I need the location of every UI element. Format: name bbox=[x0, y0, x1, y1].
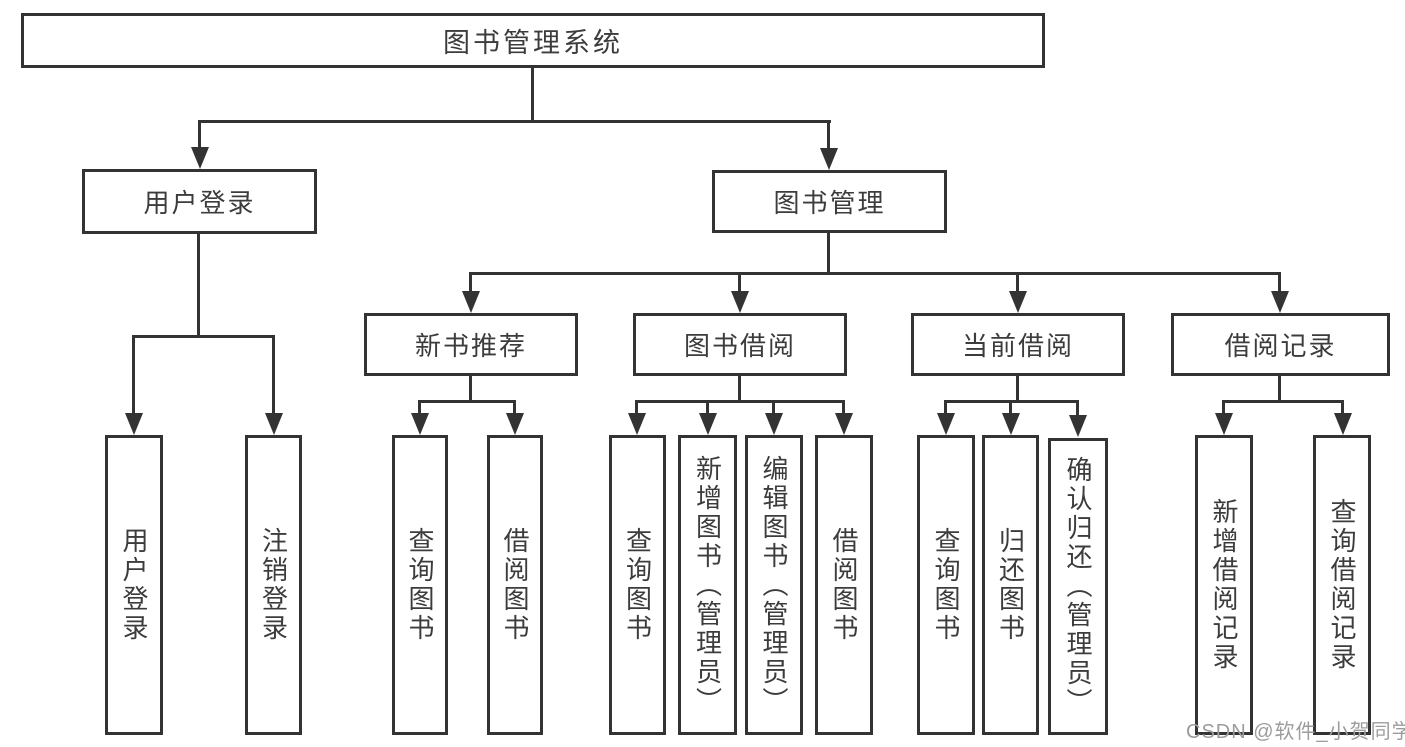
arrow-query-borrow-record-icon bbox=[1334, 413, 1352, 435]
connector-arrow-book-management-stem bbox=[827, 120, 830, 150]
connector-arrow-query1-stem bbox=[418, 400, 421, 416]
connector-book-borrowing-down-stem bbox=[738, 375, 741, 403]
connector-arrow-borrowing-records-stem bbox=[1278, 272, 1281, 294]
connector-root-stem bbox=[531, 68, 534, 120]
node-library-system-label: 图书管理系统 bbox=[443, 28, 623, 58]
arrow-return-books-icon bbox=[1002, 413, 1020, 435]
leaf-add-borrow-record-label: 新增借阅记录 bbox=[1209, 498, 1239, 672]
connector-new-book-bar bbox=[419, 400, 516, 403]
leaf-query-books-borrowing-label: 查询图书 bbox=[622, 527, 653, 643]
arrow-new-book-icon bbox=[462, 291, 480, 313]
leaf-logout-login: 注销登录 bbox=[245, 435, 302, 735]
leaf-confirm-return-admin: 确认归还（管理员） bbox=[1048, 438, 1108, 735]
leaf-query-books-current-label: 查询图书 bbox=[931, 527, 961, 643]
leaf-query-books-recommend: 查询图书 bbox=[392, 435, 448, 735]
connector-book-management-bar bbox=[470, 272, 1281, 275]
arrow-user-login-icon bbox=[191, 147, 209, 169]
connector-arrow-query3-stem bbox=[944, 400, 947, 416]
node-book-borrowing: 图书借阅 bbox=[633, 313, 847, 376]
connector-arrow-new-book-stem bbox=[469, 272, 472, 294]
leaf-borrow-books-recommend-label: 借阅图书 bbox=[500, 527, 530, 643]
connector-arrow-return-books-stem bbox=[1009, 400, 1012, 416]
arrow-query-books-current-icon bbox=[937, 413, 955, 435]
leaf-add-books-admin-label: 新增图书（管理员） bbox=[692, 454, 723, 716]
arrow-current-borrowing-icon bbox=[1009, 291, 1027, 313]
leaf-add-borrow-record: 新增借阅记录 bbox=[1195, 435, 1253, 735]
node-book-borrowing-label: 图书借阅 bbox=[683, 331, 796, 361]
node-user-login-label: 用户登录 bbox=[143, 188, 256, 218]
leaf-borrow-books-recommend: 借阅图书 bbox=[487, 435, 543, 735]
arrow-borrowing-records-icon bbox=[1271, 291, 1289, 313]
node-new-book-recommend: 新书推荐 bbox=[364, 313, 578, 376]
connector-arrow-confirm-return-stem bbox=[1076, 400, 1079, 416]
leaf-query-books-current: 查询图书 bbox=[917, 435, 975, 735]
arrow-add-borrow-record-icon bbox=[1215, 413, 1233, 435]
connector-arrow-add-books-stem bbox=[706, 400, 709, 416]
leaf-query-books-recommend-label: 查询图书 bbox=[405, 527, 435, 643]
connector-arrow-leaf-logout-stem bbox=[272, 335, 275, 415]
leaf-query-borrow-record-label: 查询借阅记录 bbox=[1327, 498, 1357, 672]
connector-arrow-current-borrowing-stem bbox=[1016, 272, 1019, 294]
connector-user-login-stem bbox=[197, 234, 200, 338]
connector-arrow-borrow2-stem bbox=[842, 400, 845, 416]
node-current-borrowing-label: 当前借阅 bbox=[961, 331, 1074, 361]
connector-new-book-stem bbox=[469, 376, 472, 403]
node-book-management-label: 图书管理 bbox=[773, 188, 886, 218]
node-library-system: 图书管理系统 bbox=[21, 13, 1045, 68]
arrow-query-books-borrowing-icon bbox=[628, 413, 646, 435]
node-borrowing-records: 借阅记录 bbox=[1171, 313, 1390, 376]
connector-arrow-user-login-stem bbox=[198, 120, 201, 150]
connector-current-borrowing-bar bbox=[945, 400, 1079, 403]
connector-user-login-bar bbox=[133, 335, 275, 338]
connector-arrow-query2-stem bbox=[635, 400, 638, 416]
leaf-edit-books-admin-label: 编辑图书（管理员） bbox=[759, 454, 789, 716]
connector-arrow-add-record-stem bbox=[1222, 400, 1225, 416]
leaf-return-books-label: 归还图书 bbox=[995, 527, 1026, 643]
leaf-borrow-books-borrowing-label: 借阅图书 bbox=[829, 527, 859, 643]
connector-current-borrowing-down-stem bbox=[1016, 376, 1019, 403]
connector-arrow-edit-books-stem bbox=[772, 400, 775, 416]
arrow-borrow-books-recommend-icon bbox=[506, 413, 524, 435]
leaf-borrow-books-borrowing: 借阅图书 bbox=[815, 435, 873, 735]
arrow-edit-books-admin-icon bbox=[765, 413, 783, 435]
arrow-book-borrowing-icon bbox=[731, 291, 749, 313]
watermark-text: CSDN @软件_小贺同学 bbox=[1186, 721, 1405, 743]
connector-root-bar bbox=[199, 120, 831, 123]
arrow-leaf-logout-icon bbox=[265, 413, 283, 435]
arrow-add-books-admin-icon bbox=[699, 413, 717, 435]
leaf-return-books: 归还图书 bbox=[982, 435, 1039, 735]
leaf-edit-books-admin: 编辑图书（管理员） bbox=[745, 435, 803, 735]
leaf-query-borrow-record: 查询借阅记录 bbox=[1313, 435, 1371, 735]
connector-arrow-book-borrowing-stem bbox=[738, 272, 741, 294]
leaf-logout-login-label: 注销登录 bbox=[258, 527, 289, 643]
leaf-user-login-label: 用户登录 bbox=[119, 527, 149, 643]
connector-arrow-leaf-user-login-stem bbox=[132, 335, 135, 415]
connector-book-management-stem bbox=[827, 233, 830, 275]
connector-arrow-query-record-stem bbox=[1341, 400, 1344, 416]
leaf-user-login: 用户登录 bbox=[105, 435, 163, 735]
node-current-borrowing: 当前借阅 bbox=[911, 313, 1125, 376]
node-book-management: 图书管理 bbox=[712, 170, 947, 233]
arrow-query-books-recommend-icon bbox=[411, 413, 429, 435]
connector-borrowing-records-bar bbox=[1223, 400, 1343, 403]
leaf-add-books-admin: 新增图书（管理员） bbox=[678, 435, 737, 735]
node-borrowing-records-label: 借阅记录 bbox=[1224, 331, 1337, 361]
node-user-login: 用户登录 bbox=[82, 169, 317, 234]
leaf-confirm-return-admin-label: 确认归还（管理员） bbox=[1063, 456, 1093, 717]
connector-arrow-borrow1-stem bbox=[513, 400, 516, 416]
connector-book-borrowing-bar bbox=[636, 400, 845, 403]
arrow-confirm-return-admin-icon bbox=[1069, 415, 1087, 437]
node-new-book-recommend-label: 新书推荐 bbox=[414, 331, 527, 361]
arrow-borrow-books-borrowing-icon bbox=[835, 413, 853, 435]
leaf-query-books-borrowing: 查询图书 bbox=[609, 435, 666, 735]
connector-borrowing-records-down-stem bbox=[1278, 376, 1281, 403]
arrow-leaf-user-login-icon bbox=[125, 413, 143, 435]
arrow-book-management-icon bbox=[820, 148, 838, 170]
